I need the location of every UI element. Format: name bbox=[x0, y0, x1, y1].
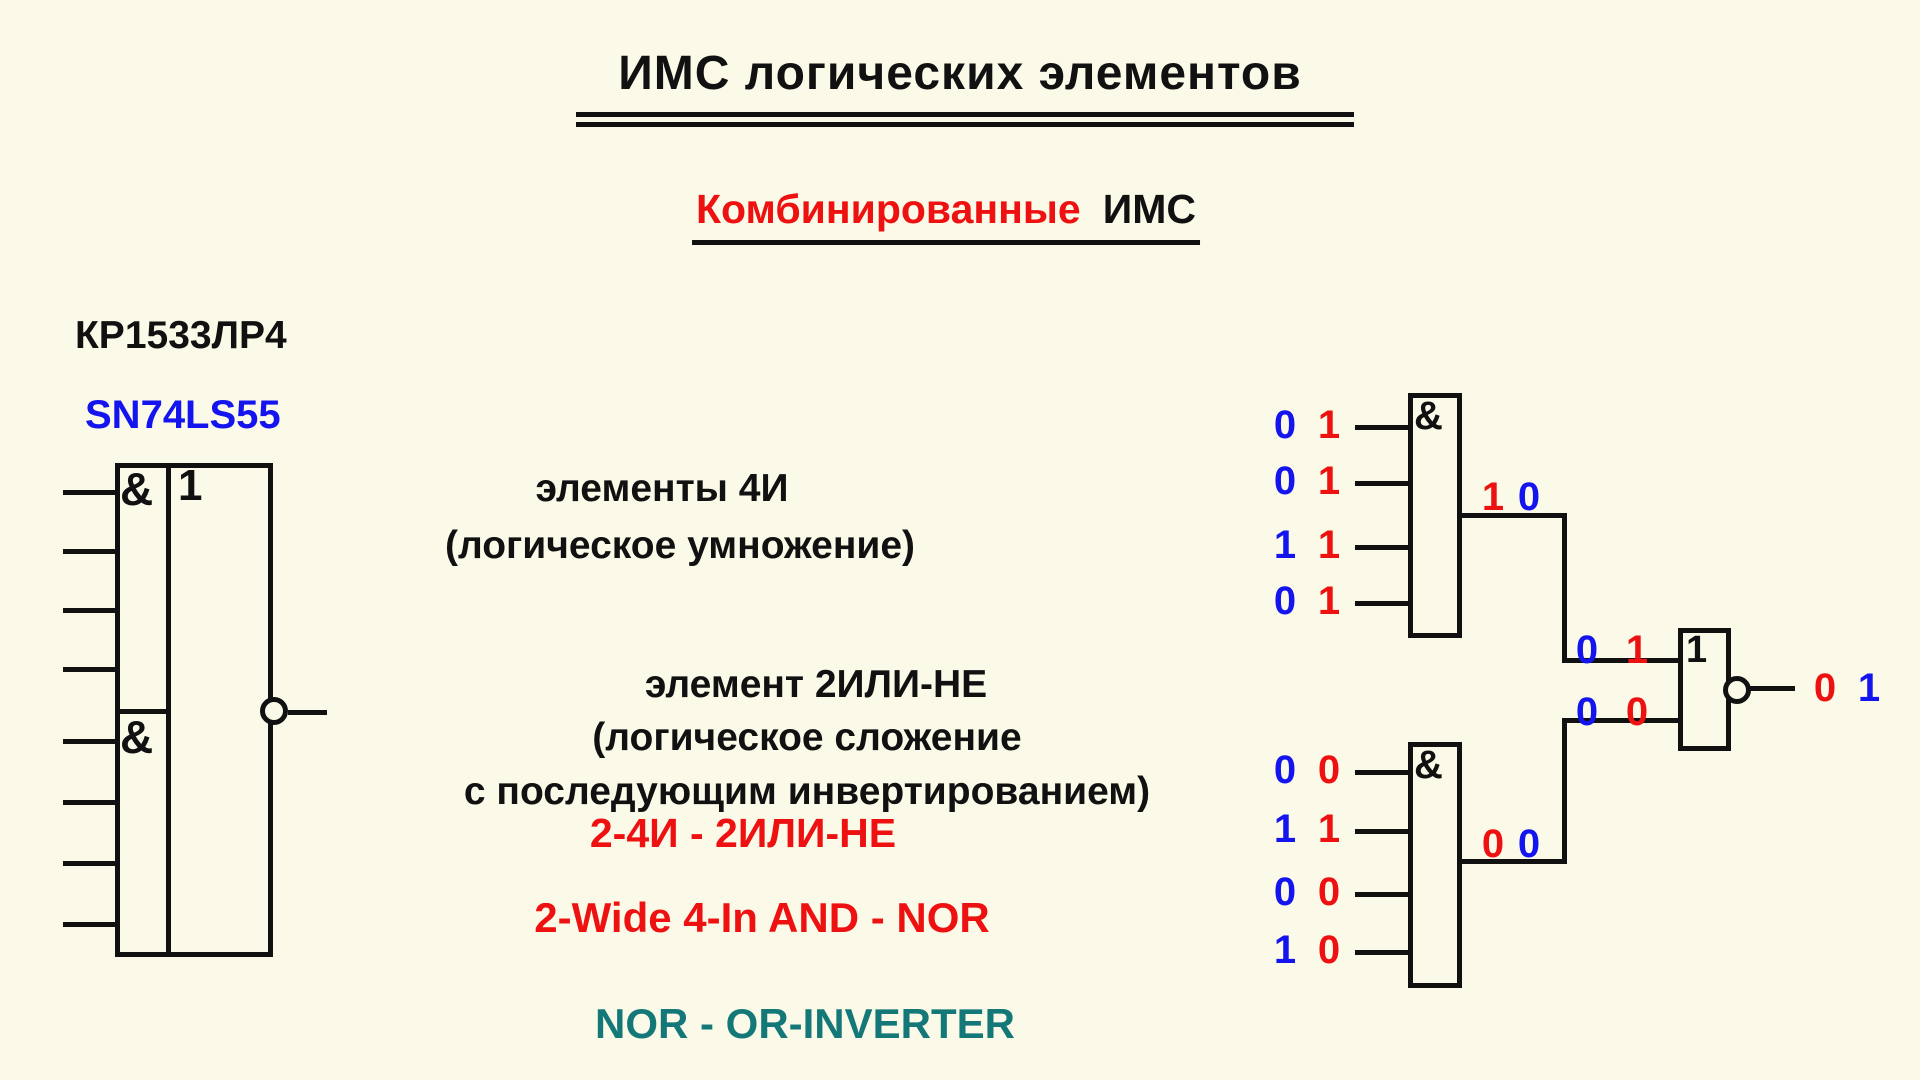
bottom-and-out-blue-value: 0 bbox=[1517, 822, 1541, 866]
top-and-in3-red-value: 1 bbox=[1317, 523, 1341, 567]
ic-input-pin-6 bbox=[63, 800, 115, 805]
top-and-in2-red-value: 1 bbox=[1317, 459, 1341, 503]
subtitle-rest: ИМС bbox=[1102, 186, 1196, 232]
bottom-and-in1-red-value: 0 bbox=[1317, 748, 1341, 792]
ic-input-pin-5 bbox=[63, 739, 115, 744]
ic-input-pin-7 bbox=[63, 861, 115, 866]
part-number-ru: КР1533ЛР4 bbox=[75, 314, 287, 357]
top-and-output-wire-h2 bbox=[1562, 658, 1678, 663]
top-and-in1-red-value: 1 bbox=[1317, 403, 1341, 447]
bottom-and-in4-red-value: 0 bbox=[1317, 928, 1341, 972]
ic-and-top-symbol: & bbox=[120, 463, 154, 515]
nor-in1-red-value: 1 bbox=[1625, 628, 1649, 672]
bottom-and-in1-blue-value: 0 bbox=[1273, 748, 1297, 792]
ic-and-bottom-symbol: & bbox=[120, 711, 154, 763]
title-double-underline bbox=[576, 112, 1354, 127]
nor-out-red-value: 0 bbox=[1813, 666, 1837, 710]
top-and-input-wire-1 bbox=[1355, 425, 1408, 430]
top-and-output-wire-v bbox=[1562, 513, 1567, 663]
top-and-input-wire-3 bbox=[1355, 545, 1408, 550]
bottom-and-in4-blue-value: 1 bbox=[1273, 928, 1297, 972]
top-and-input-wire-4 bbox=[1355, 601, 1408, 606]
ic-input-pin-2 bbox=[63, 549, 115, 554]
nor-gate-symbol: 1 bbox=[1686, 629, 1708, 671]
function-name-en2: NOR - OR-INVERTER bbox=[595, 1000, 1015, 1047]
top-and-output-wire-h1 bbox=[1462, 513, 1567, 518]
top-and-gate-symbol: & bbox=[1414, 394, 1443, 438]
ic-output-pin bbox=[288, 710, 327, 715]
top-and-in3-blue-value: 1 bbox=[1273, 523, 1297, 567]
top-and-in1-blue-value: 0 bbox=[1273, 403, 1297, 447]
top-and-gate-box bbox=[1408, 393, 1462, 638]
page-title: ИМС логических элементов bbox=[618, 47, 1302, 100]
top-and-input-wire-2 bbox=[1355, 481, 1408, 486]
bottom-and-output-wire-h2 bbox=[1562, 718, 1678, 723]
function-name-ru: 2-4И - 2ИЛИ-НЕ bbox=[589, 810, 897, 856]
nor-in1-blue-value: 0 bbox=[1575, 628, 1599, 672]
bottom-and-gate-box bbox=[1408, 742, 1462, 988]
nor-out-blue-value: 1 bbox=[1857, 666, 1881, 710]
desc-and-line2: (логическое умножение) bbox=[444, 524, 916, 567]
top-and-in4-blue-value: 0 bbox=[1273, 579, 1297, 623]
top-and-out-blue-value: 0 bbox=[1517, 475, 1541, 519]
top-and-out-red-value: 1 bbox=[1481, 475, 1505, 519]
ic-input-pin-1 bbox=[63, 490, 115, 495]
bottom-and-in3-blue-value: 0 bbox=[1273, 870, 1297, 914]
ic-and-section-divider bbox=[115, 709, 171, 714]
desc-nor-line3: с последующим инвертированием) bbox=[463, 770, 1151, 813]
ic-or-symbol: 1 bbox=[178, 461, 203, 510]
part-number-intl: SN74LS55 bbox=[85, 393, 281, 437]
subtitle: Комбинированные ИМС bbox=[692, 186, 1200, 245]
bottom-and-out-red-value: 0 bbox=[1481, 822, 1505, 866]
bottom-and-output-wire-h1 bbox=[1462, 859, 1567, 864]
bottom-and-in2-red-value: 1 bbox=[1317, 807, 1341, 851]
top-and-in4-red-value: 1 bbox=[1317, 579, 1341, 623]
bottom-and-input-wire-2 bbox=[1355, 829, 1408, 834]
bottom-and-output-wire-v bbox=[1562, 718, 1567, 864]
nor-in2-red-value: 0 bbox=[1625, 690, 1649, 734]
ic-input-pin-8 bbox=[63, 922, 115, 927]
ic-input-pin-3 bbox=[63, 608, 115, 613]
bottom-and-input-wire-1 bbox=[1355, 770, 1408, 775]
bottom-and-in3-red-value: 0 bbox=[1317, 870, 1341, 914]
desc-nor-line1: элемент 2ИЛИ-НЕ bbox=[644, 663, 988, 706]
ic-input-pin-4 bbox=[63, 667, 115, 672]
desc-nor-line2: (логическое сложение bbox=[592, 716, 1022, 759]
ic-inversion-bubble-icon bbox=[260, 697, 288, 725]
bottom-and-gate-symbol: & bbox=[1414, 743, 1443, 787]
bottom-and-input-wire-4 bbox=[1355, 950, 1408, 955]
subtitle-highlight: Комбинированные bbox=[696, 186, 1081, 232]
function-name-en: 2-Wide 4-In AND - NOR bbox=[534, 894, 990, 941]
nor-output-wire bbox=[1750, 686, 1795, 691]
bottom-and-input-wire-3 bbox=[1355, 892, 1408, 897]
desc-and-line1: элементы 4И bbox=[535, 467, 789, 510]
bottom-and-in2-blue-value: 1 bbox=[1273, 807, 1297, 851]
nor-inversion-bubble-icon bbox=[1723, 676, 1751, 704]
nor-in2-blue-value: 0 bbox=[1575, 690, 1599, 734]
top-and-in2-blue-value: 0 bbox=[1273, 459, 1297, 503]
